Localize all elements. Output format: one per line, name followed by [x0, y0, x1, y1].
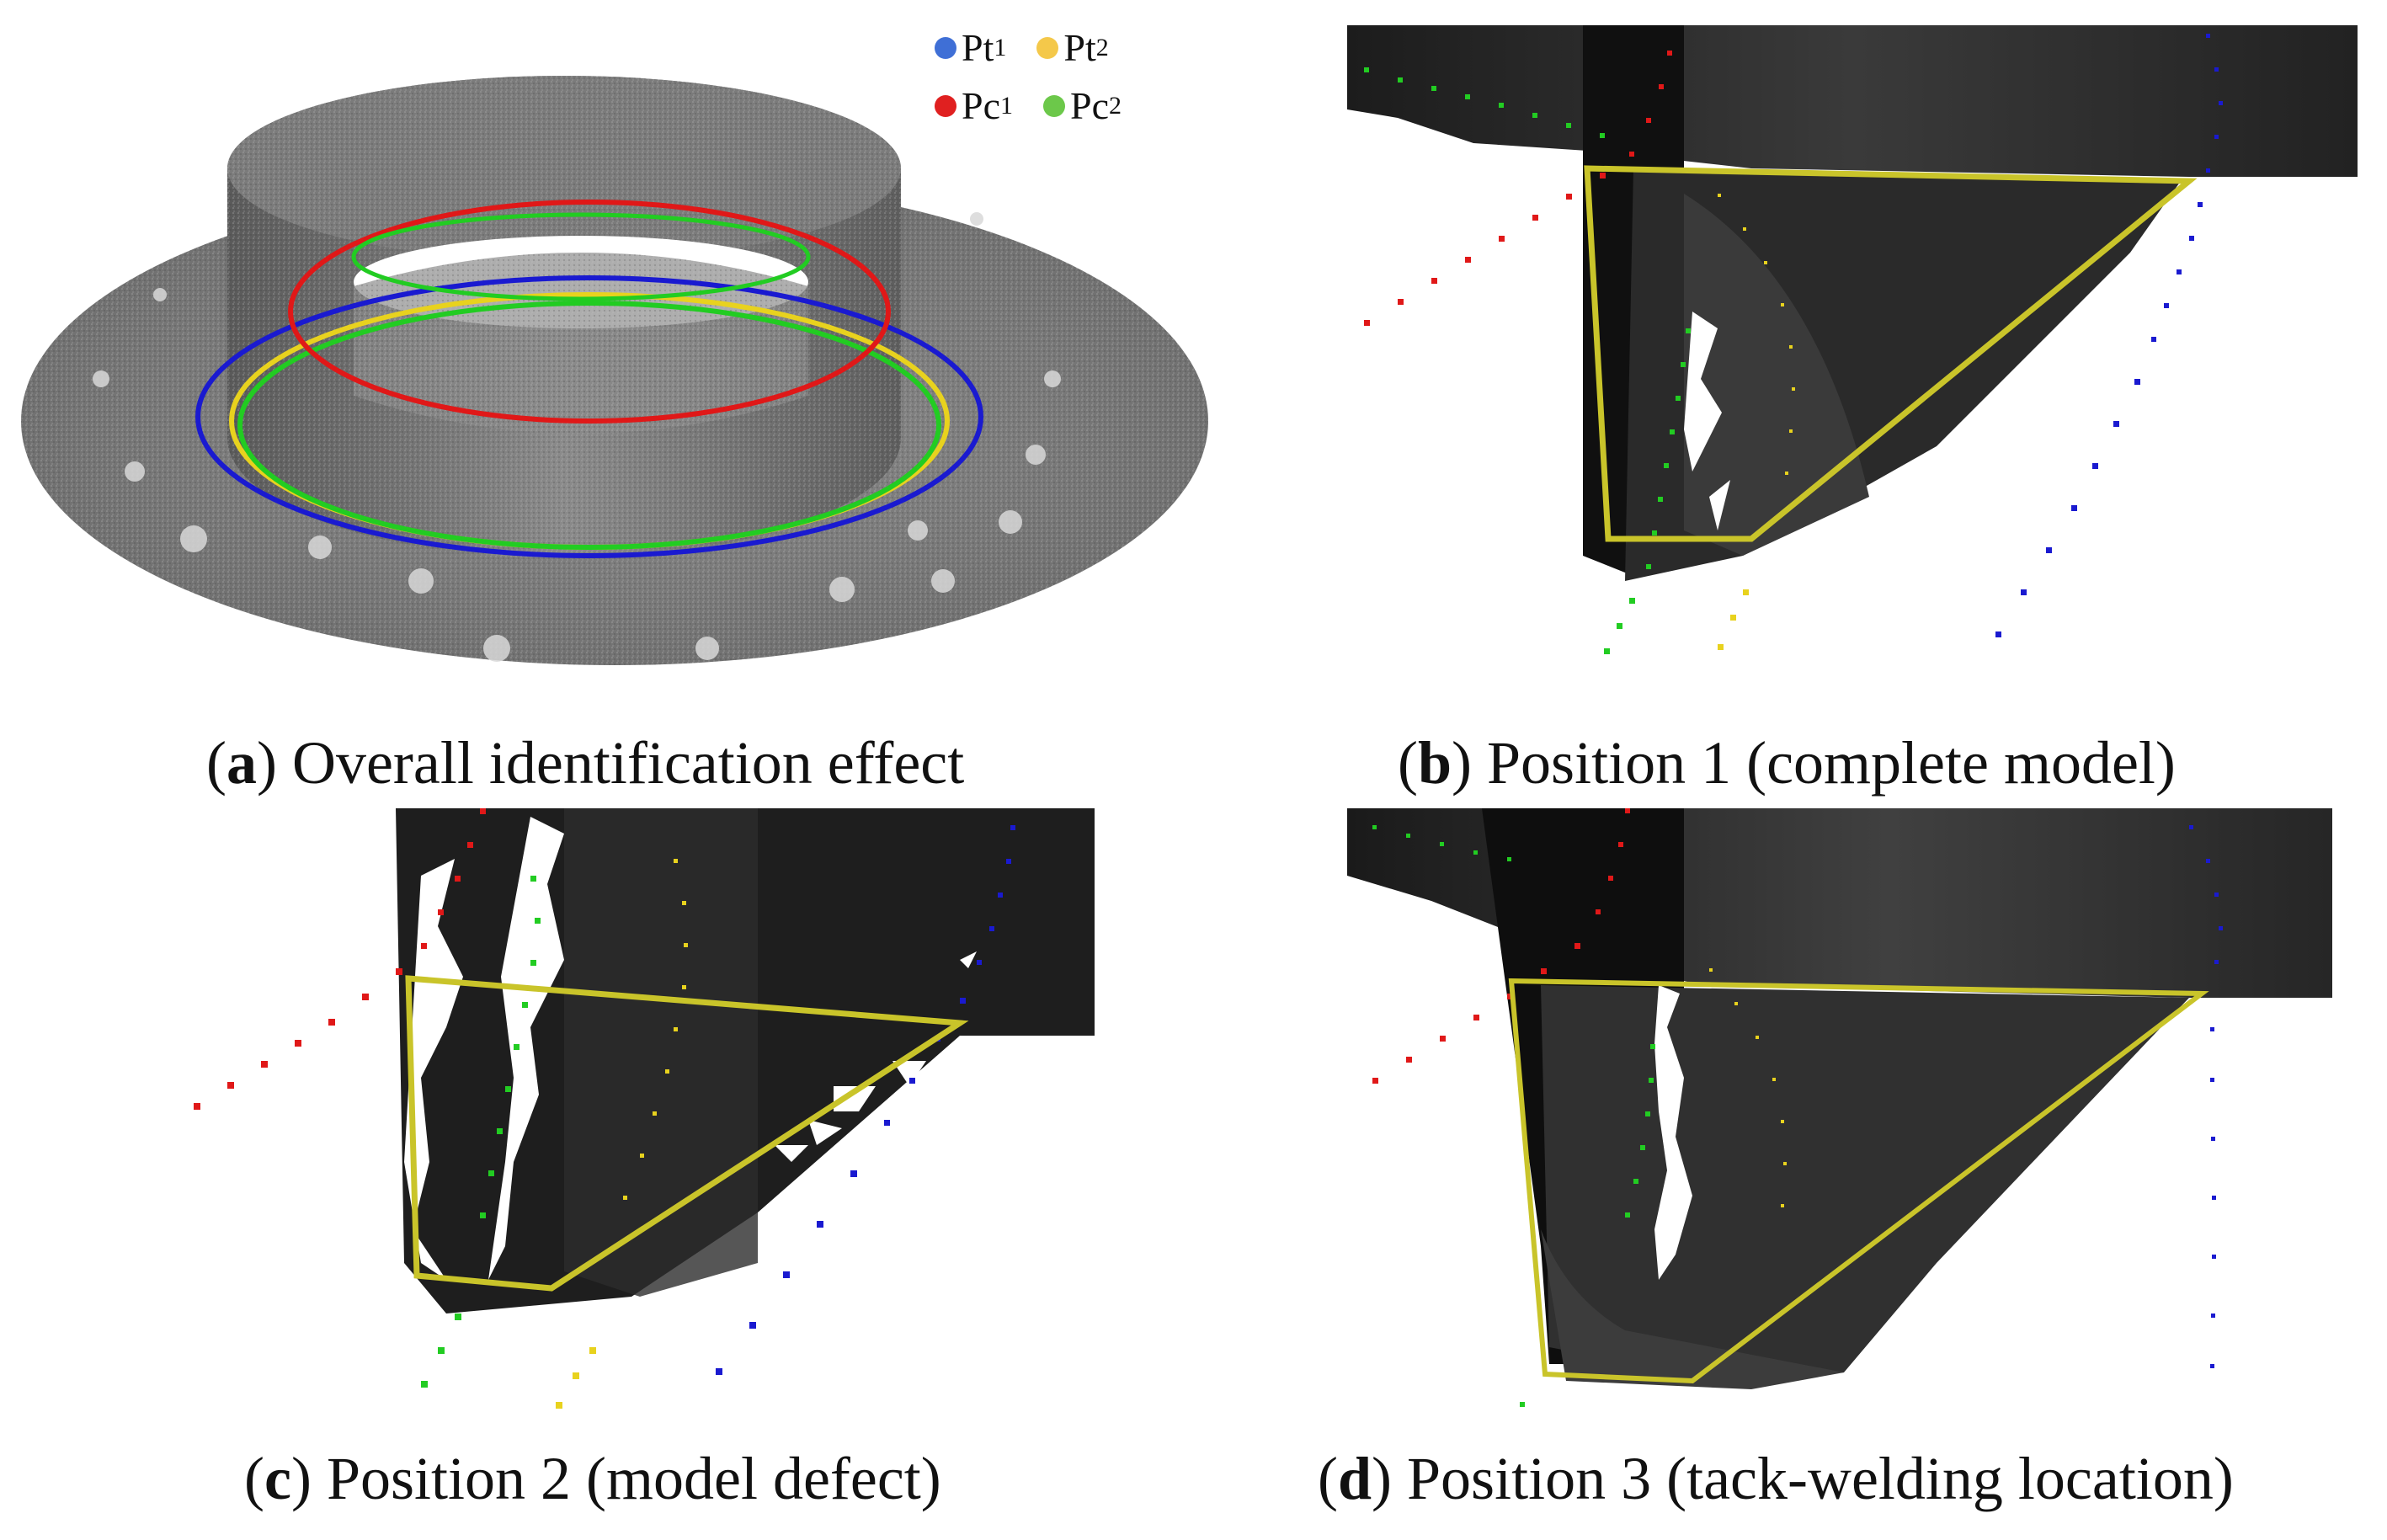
caption-b: (b) Position 1 (complete model)	[1398, 729, 2176, 797]
legend-marker-pc2	[1043, 94, 1065, 117]
panel-b-image	[1347, 25, 2358, 665]
panel-d-image	[1347, 808, 2358, 1431]
bolt-holes	[93, 212, 1061, 662]
panel-a-image	[0, 0, 1221, 699]
legend-marker-pt2	[1036, 36, 1059, 59]
caption-a: (a) Overall identification effect	[206, 729, 965, 797]
panel-c-image	[168, 808, 1120, 1431]
pt1-curve	[195, 275, 983, 558]
caption-d: (d) Position 3 (tack-welding location)	[1318, 1445, 2234, 1512]
pc1-curve	[288, 200, 891, 424]
detection-region-d	[1508, 978, 2209, 1384]
detection-region-b	[1584, 165, 2198, 542]
detection-region-c	[405, 975, 969, 1292]
pc2-curve	[237, 301, 941, 550]
legend-marker-pc1	[935, 94, 956, 117]
caption-c: (c) Position 2 (model defect)	[244, 1445, 941, 1512]
legend-marker-pt1	[935, 36, 956, 59]
